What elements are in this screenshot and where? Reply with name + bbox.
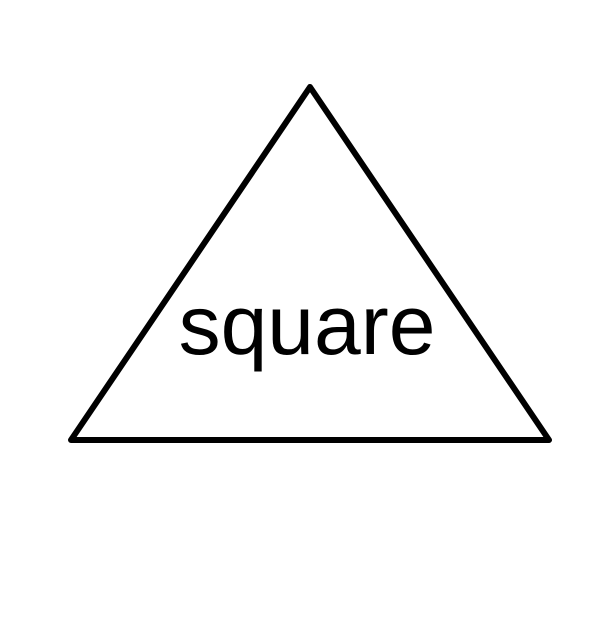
triangle-outline	[68, 84, 552, 443]
shape-label: square	[178, 278, 436, 372]
